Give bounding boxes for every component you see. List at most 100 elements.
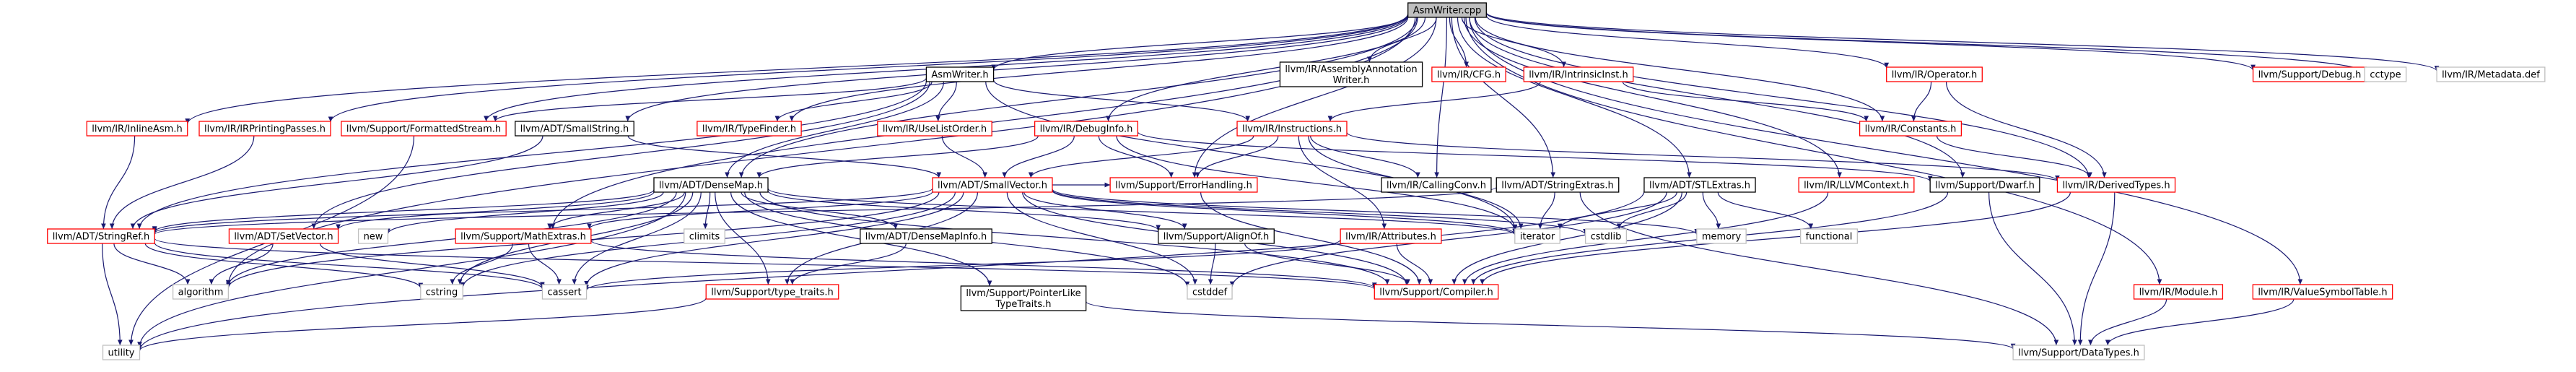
node-callingconv[interactable]: llvm/IR/CallingConv.h bbox=[1381, 177, 1492, 193]
node-box bbox=[1523, 66, 1634, 82]
edge bbox=[226, 191, 677, 287]
node-derivedtypes[interactable]: llvm/IR/DerivedTypes.h bbox=[2056, 177, 2176, 193]
edge bbox=[1327, 81, 1541, 122]
node-intrinsicinst[interactable]: llvm/IR/IntrinsicInst.h bbox=[1523, 66, 1634, 82]
edge bbox=[935, 81, 957, 122]
edge bbox=[328, 14, 1409, 122]
edge bbox=[702, 191, 711, 230]
node-valuesymboltable[interactable]: llvm/IR/ValueSymbolTable.h bbox=[2252, 284, 2393, 300]
node-box bbox=[697, 121, 802, 137]
node-asmwriter-h[interactable]: AsmWriter.h bbox=[925, 66, 995, 82]
edge bbox=[102, 243, 123, 346]
node-box bbox=[1381, 177, 1492, 193]
edge bbox=[991, 15, 1409, 71]
node-box bbox=[541, 284, 588, 300]
edge bbox=[1086, 300, 2016, 350]
node-uselistorder[interactable]: llvm/IR/UseListOrder.h bbox=[877, 121, 992, 137]
edge bbox=[1469, 17, 2303, 285]
edge bbox=[627, 135, 942, 178]
node-smallvector[interactable]: llvm/ADT/SmallVector.h bbox=[932, 177, 1053, 193]
node-box bbox=[198, 121, 331, 137]
node-typefinder[interactable]: llvm/IR/TypeFinder.h bbox=[697, 121, 802, 137]
node-label: llvm/IR/Operator.h bbox=[1892, 70, 1978, 81]
edge bbox=[136, 80, 927, 230]
node-attributes[interactable]: llvm/IR/Attributes.h bbox=[1340, 228, 1442, 244]
node-label: iterator bbox=[1520, 232, 1555, 243]
node-type-traits[interactable]: llvm/Support/type_traits.h bbox=[705, 284, 839, 300]
node-box bbox=[1800, 228, 1858, 244]
node-module[interactable]: llvm/IR/Module.h bbox=[2133, 284, 2224, 300]
node-mathextras[interactable]: llvm/Support/MathExtras.h bbox=[455, 228, 592, 244]
node-instructions[interactable]: llvm/IR/Instructions.h bbox=[1236, 121, 1348, 137]
node-box bbox=[1034, 121, 1139, 137]
node-densemapinfo[interactable]: llvm/ADT/DenseMapInfo.h bbox=[860, 228, 992, 244]
node-debuginfo[interactable]: llvm/IR/DebugInfo.h bbox=[1034, 121, 1139, 137]
edge bbox=[1936, 135, 2092, 178]
edge bbox=[2077, 191, 2116, 346]
node-alignof[interactable]: llvm/Support/AlignOf.h bbox=[1158, 228, 1275, 244]
edge bbox=[1028, 135, 1254, 178]
node-new: new bbox=[357, 228, 389, 244]
edge bbox=[154, 242, 545, 290]
edge bbox=[738, 17, 1418, 178]
node-datatypes: llvm/Support/DataTypes.h bbox=[2012, 345, 2145, 360]
node-compiler[interactable]: llvm/Support/Compiler.h bbox=[1374, 284, 1499, 300]
node-box bbox=[341, 121, 507, 137]
node-box bbox=[1584, 228, 1628, 244]
node-box bbox=[1374, 284, 1499, 300]
node-stringref[interactable]: llvm/ADT/StringRef.h bbox=[47, 228, 155, 244]
node-label: new bbox=[364, 232, 383, 243]
node-iterator: iterator bbox=[1514, 228, 1560, 244]
node-box bbox=[925, 66, 995, 82]
edge bbox=[1717, 191, 1814, 230]
edge bbox=[1396, 243, 1433, 285]
node-errorhandling[interactable]: llvm/Support/ErrorHandling.h bbox=[1109, 177, 1258, 193]
node-functional: functional bbox=[1800, 228, 1858, 244]
node-inlineasm[interactable]: llvm/IR/InlineAsm.h bbox=[86, 121, 188, 137]
node-constants[interactable]: llvm/IR/Constants.h bbox=[1859, 121, 1962, 137]
node-label: llvm/ADT/SmallString.h bbox=[520, 124, 629, 135]
node-label: climits bbox=[689, 232, 720, 243]
edge bbox=[1449, 17, 1469, 68]
node-box bbox=[1496, 177, 1620, 193]
node-label: llvm/Support/PointerLike bbox=[966, 288, 1080, 299]
node-operator[interactable]: llvm/IR/Operator.h bbox=[1886, 66, 1983, 82]
node-label: llvm/IR/AssemblyAnnotation bbox=[1285, 64, 1417, 75]
node-box bbox=[420, 284, 463, 300]
node-asmwriter-cpp[interactable]: AsmWriter.cpp bbox=[1407, 2, 1487, 18]
node-smallstring[interactable]: llvm/ADT/SmallString.h bbox=[515, 121, 634, 137]
edge bbox=[1006, 191, 1198, 285]
edge bbox=[209, 243, 274, 285]
edge bbox=[985, 81, 1518, 230]
node-box bbox=[653, 177, 769, 193]
node-box bbox=[1109, 177, 1258, 193]
node-box bbox=[877, 121, 992, 137]
node-box bbox=[172, 284, 230, 300]
node-box bbox=[47, 228, 155, 244]
edge bbox=[1052, 190, 1517, 235]
edge bbox=[715, 191, 771, 285]
node-label: llvm/IR/IRPrintingPasses.h bbox=[204, 124, 326, 135]
node-box bbox=[1236, 121, 1348, 137]
edge bbox=[1537, 191, 1555, 230]
node-label: memory bbox=[1702, 232, 1742, 243]
node-llvmcontext[interactable]: llvm/IR/LLVMContext.h bbox=[1798, 177, 1915, 193]
node-cfg[interactable]: llvm/IR/CFG.h bbox=[1431, 66, 1506, 82]
edge bbox=[790, 243, 907, 285]
node-irprintingpasses[interactable]: llvm/IR/IRPrintingPasses.h bbox=[198, 121, 331, 137]
node-setvector[interactable]: llvm/ADT/SetVector.h bbox=[228, 228, 339, 244]
edge bbox=[1622, 81, 1869, 122]
node-box bbox=[2056, 177, 2176, 193]
node-debug[interactable]: llvm/Support/Debug.h bbox=[2252, 66, 2367, 82]
node-box bbox=[357, 228, 389, 244]
node-stlextras[interactable]: llvm/ADT/STLExtras.h bbox=[1643, 177, 1756, 193]
node-dwarf[interactable]: llvm/Support/Dwarf.h bbox=[1929, 177, 2040, 193]
node-stringextras[interactable]: llvm/ADT/StringExtras.h bbox=[1496, 177, 1620, 193]
node-densemap[interactable]: llvm/ADT/DenseMap.h bbox=[653, 177, 769, 193]
node-formattedstream[interactable]: llvm/Support/FormattedStream.h bbox=[341, 121, 507, 137]
node-box bbox=[515, 121, 634, 137]
edge bbox=[1137, 131, 1933, 182]
node-label: llvm/IR/InlineAsm.h bbox=[92, 124, 182, 135]
